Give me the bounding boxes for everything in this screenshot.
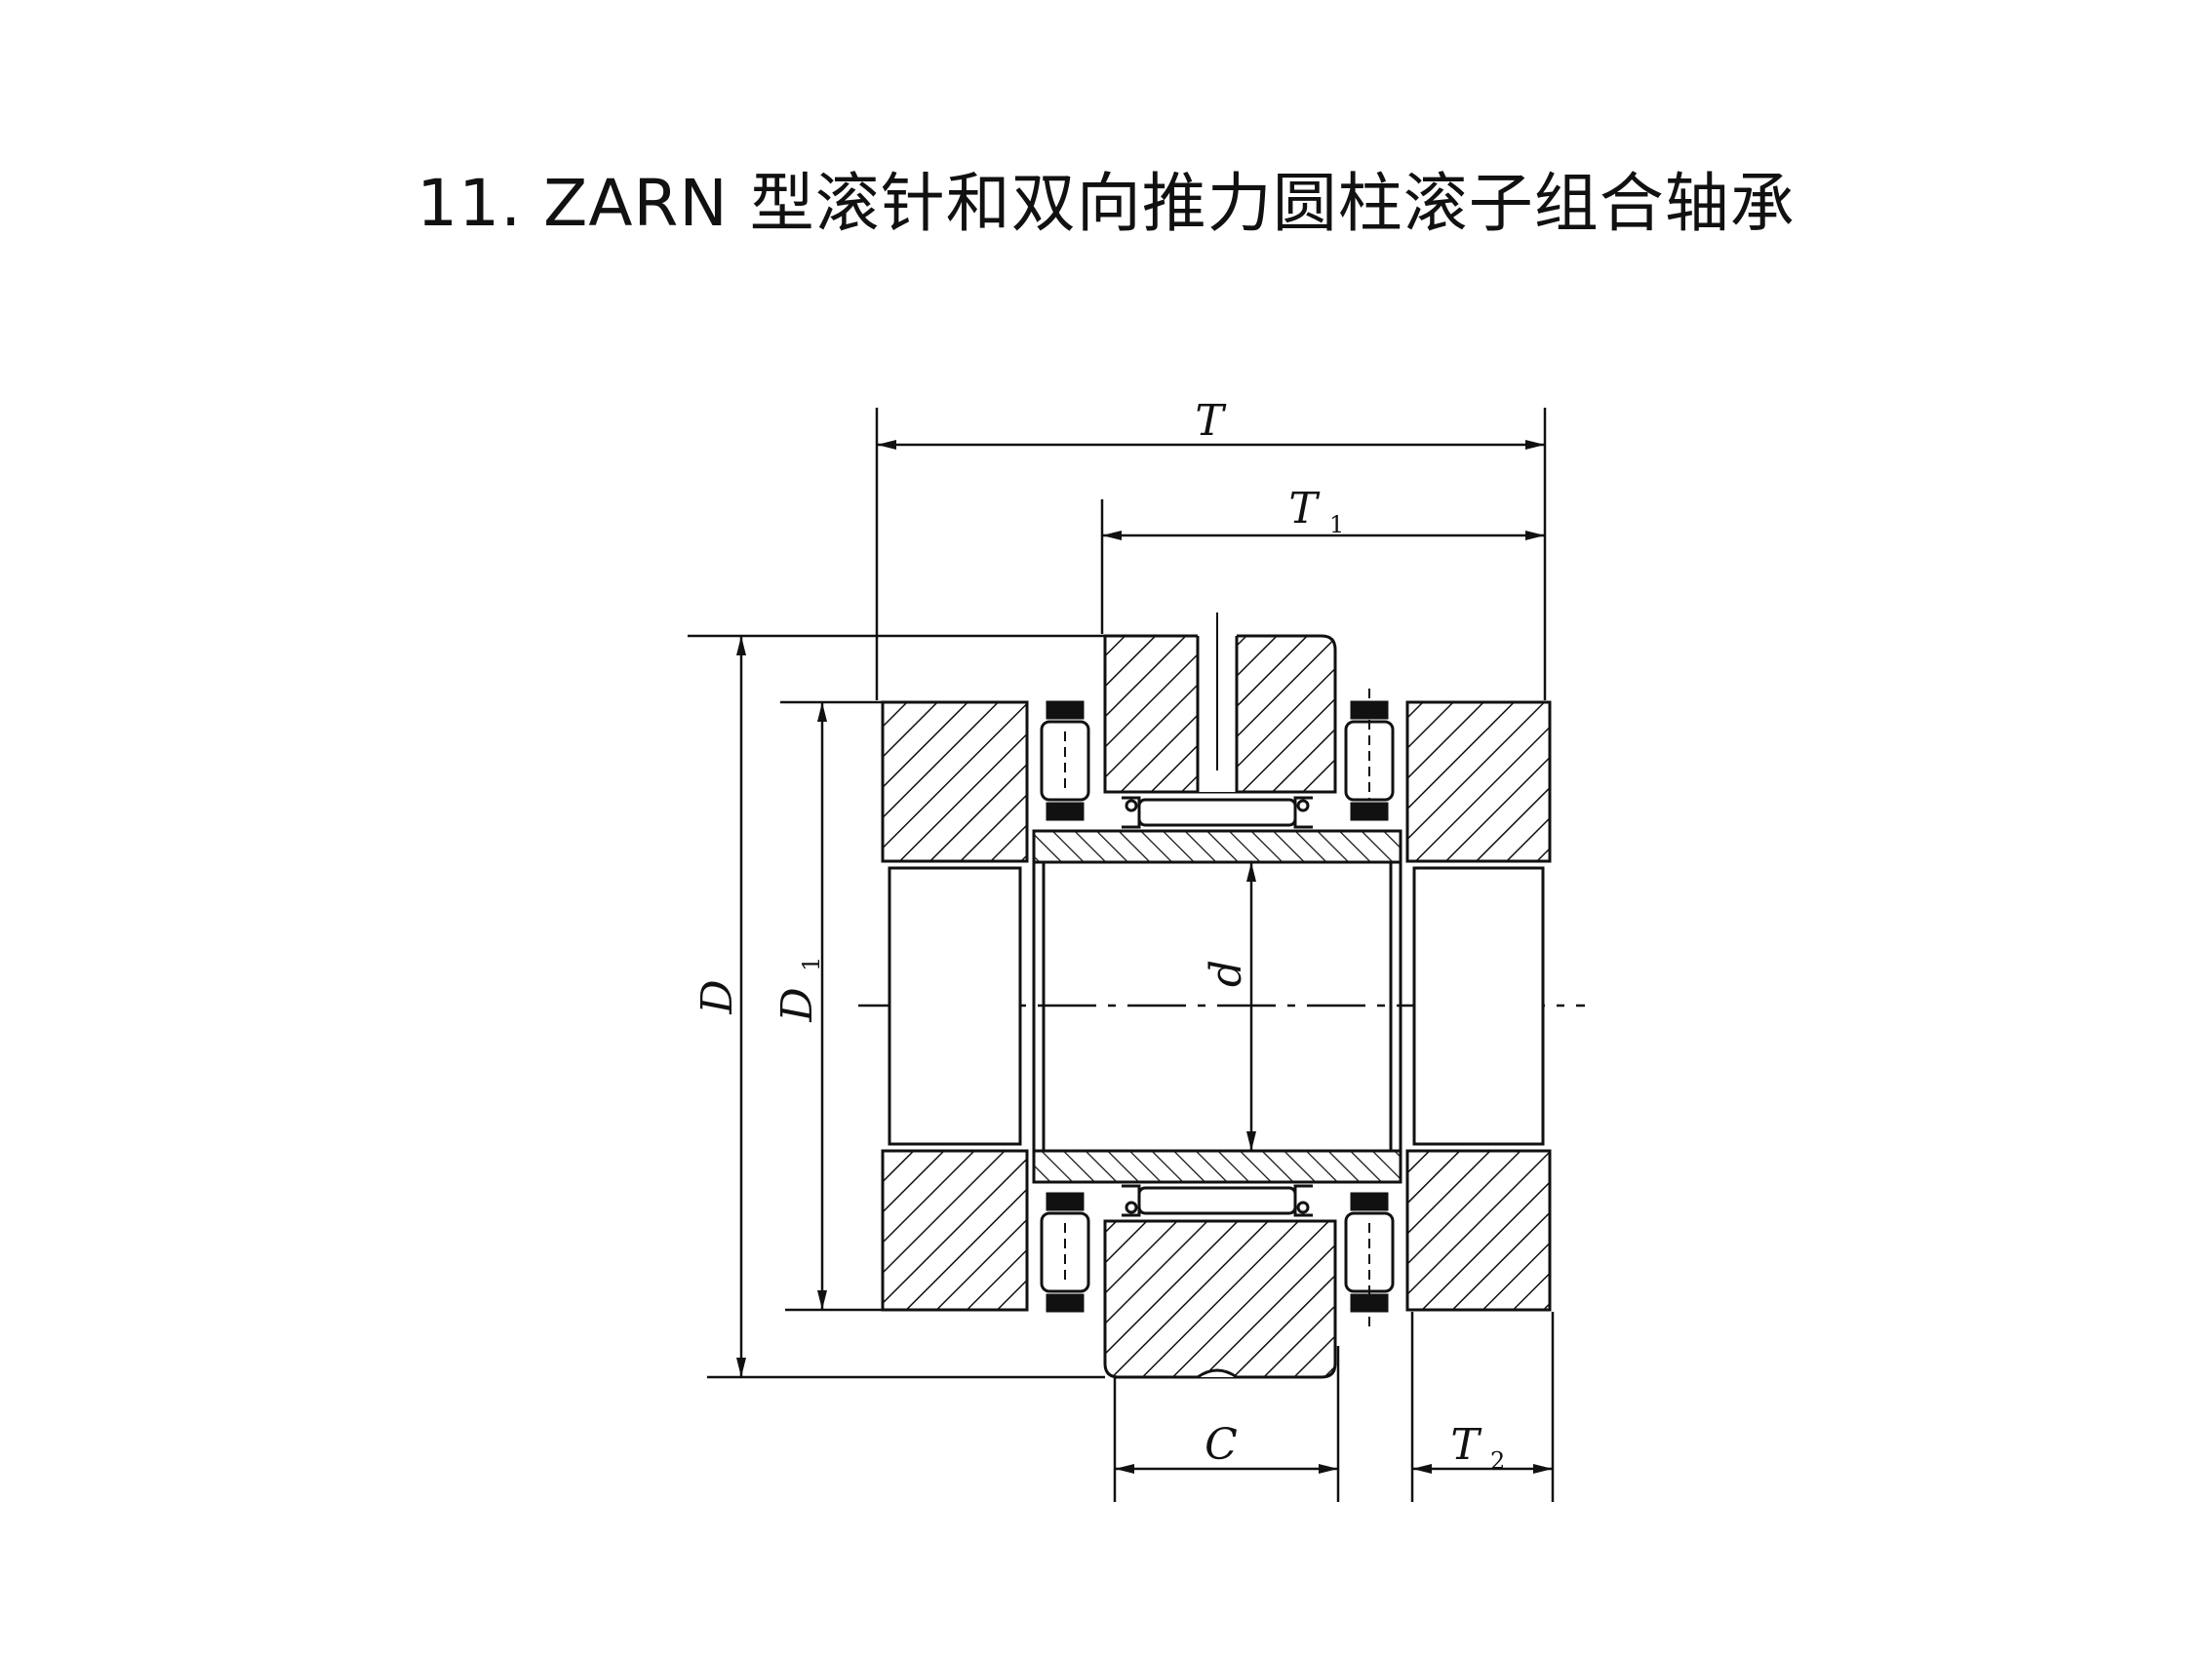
left-washer	[881, 700, 1029, 1312]
page-title: 11. ZARN 型滚针和双向推力圆柱滚子组合轴承	[416, 166, 1796, 241]
dim-d-label: d	[1202, 960, 1251, 987]
inner-ring	[1032, 829, 1402, 1184]
dim-T2-subscript: 2	[1490, 1447, 1505, 1475]
dim-D-label: D	[692, 979, 742, 1014]
thrust-roller-top-right	[1344, 689, 1395, 821]
dim-T-label: T	[1195, 396, 1227, 446]
needle-roller-bottom	[1122, 1184, 1313, 1217]
needle-roller-top	[1122, 796, 1313, 829]
dimension-lines	[688, 408, 1555, 1502]
dim-T2-label: T	[1450, 1420, 1482, 1470]
thrust-roller-bottom-left	[1040, 1192, 1090, 1313]
thrust-roller-bottom-right	[1344, 1192, 1395, 1328]
dim-C-label: C	[1205, 1420, 1238, 1470]
right-washer	[1405, 700, 1552, 1312]
thrust-roller-top-left	[1040, 700, 1090, 821]
dim-D1-subscript: 1	[798, 957, 825, 971]
outer-ring	[1103, 612, 1337, 1379]
dimension-labels: T T 1 C T 2 D D 1 d	[692, 396, 1505, 1475]
bearing-section	[858, 612, 1585, 1379]
dim-T1-label: T	[1288, 484, 1321, 533]
dim-T1-subscript: 1	[1329, 511, 1344, 538]
dim-D1-label: D	[772, 987, 822, 1022]
